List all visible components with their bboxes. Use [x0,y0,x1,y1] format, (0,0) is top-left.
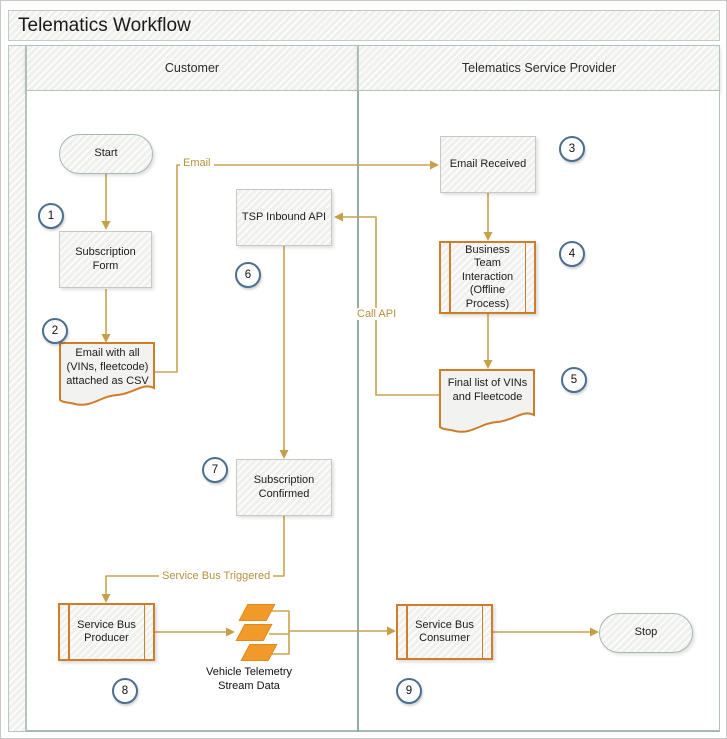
swimlane-side-strip [8,45,26,732]
email-csv-document-label: Email with all (VINs, fleetcode) attache… [66,347,149,387]
email-csv-document-node[interactable] [59,342,156,406]
final-list-document-node[interactable] [439,369,536,433]
subscription-confirmed-label: Subscription Confirmed [253,474,315,500]
start-node-label: Start [94,147,118,160]
vehicle-telemetry-label: Vehicle Telemetry Stream Data [205,666,292,693]
subscription-form-label: Subscription Form [75,246,136,272]
service-bus-producer-node[interactable]: Service Bus Producer [58,603,155,661]
service-bus-consumer-node[interactable]: Service Bus Consumer [396,604,493,660]
email-received-label: Email Received [449,157,527,170]
lane-header-tsp-label: Telematics Service Provider [461,61,617,75]
step-badge-3[interactable]: 3 [559,136,585,162]
stop-node[interactable]: Stop [599,613,693,653]
start-node[interactable]: Start [59,134,153,174]
predef-bar-right [481,606,483,658]
lane-divider [357,91,359,732]
lane-header-tsp: Telematics Service Provider [358,45,720,91]
stop-node-label: Stop [634,626,658,639]
connector-label-service-bus-triggered[interactable]: Service Bus Triggered [159,570,274,582]
predef-bar-left [68,605,70,659]
service-bus-producer-label: Service Bus Producer [77,618,136,644]
predef-bar-right [143,605,145,659]
lane-header-customer-label: Customer [164,61,220,75]
step-badge-1[interactable]: 1 [38,203,64,229]
business-team-interaction-label: Business Team Interaction (Offline Proce… [461,243,514,310]
diagram-title: Telematics Workflow [18,14,191,36]
lane-header-customer: Customer [26,45,358,91]
connector-label-call-api[interactable]: Call API [354,308,400,320]
diagram-title-bar: Telematics Workflow [8,10,720,41]
final-list-document-label: Final list of VINs and Fleetcode [447,377,528,403]
tsp-inbound-api-node[interactable]: TSP Inbound API [236,189,332,246]
email-received-node[interactable]: Email Received [440,136,536,193]
subscription-form-node[interactable]: Subscription Form [59,231,152,288]
step-badge-2[interactable]: 2 [42,318,68,344]
business-team-interaction-node[interactable]: Business Team Interaction (Offline Proce… [439,241,536,314]
connector-label-email[interactable]: Email [180,157,214,169]
step-badge-4[interactable]: 4 [559,241,585,267]
step-badge-8[interactable]: 8 [112,678,138,704]
step-badge-5[interactable]: 5 [561,367,587,393]
step-badge-7[interactable]: 7 [202,457,228,483]
subscription-confirmed-node[interactable]: Subscription Confirmed [236,459,332,516]
tsp-inbound-api-label: TSP Inbound API [241,210,327,223]
predef-bar-left [406,606,408,658]
step-badge-6[interactable]: 6 [235,262,261,288]
predef-bar-right [524,243,526,312]
step-badge-9[interactable]: 9 [396,678,422,704]
predef-bar-left [449,243,451,312]
service-bus-consumer-label: Service Bus Consumer [415,618,474,644]
